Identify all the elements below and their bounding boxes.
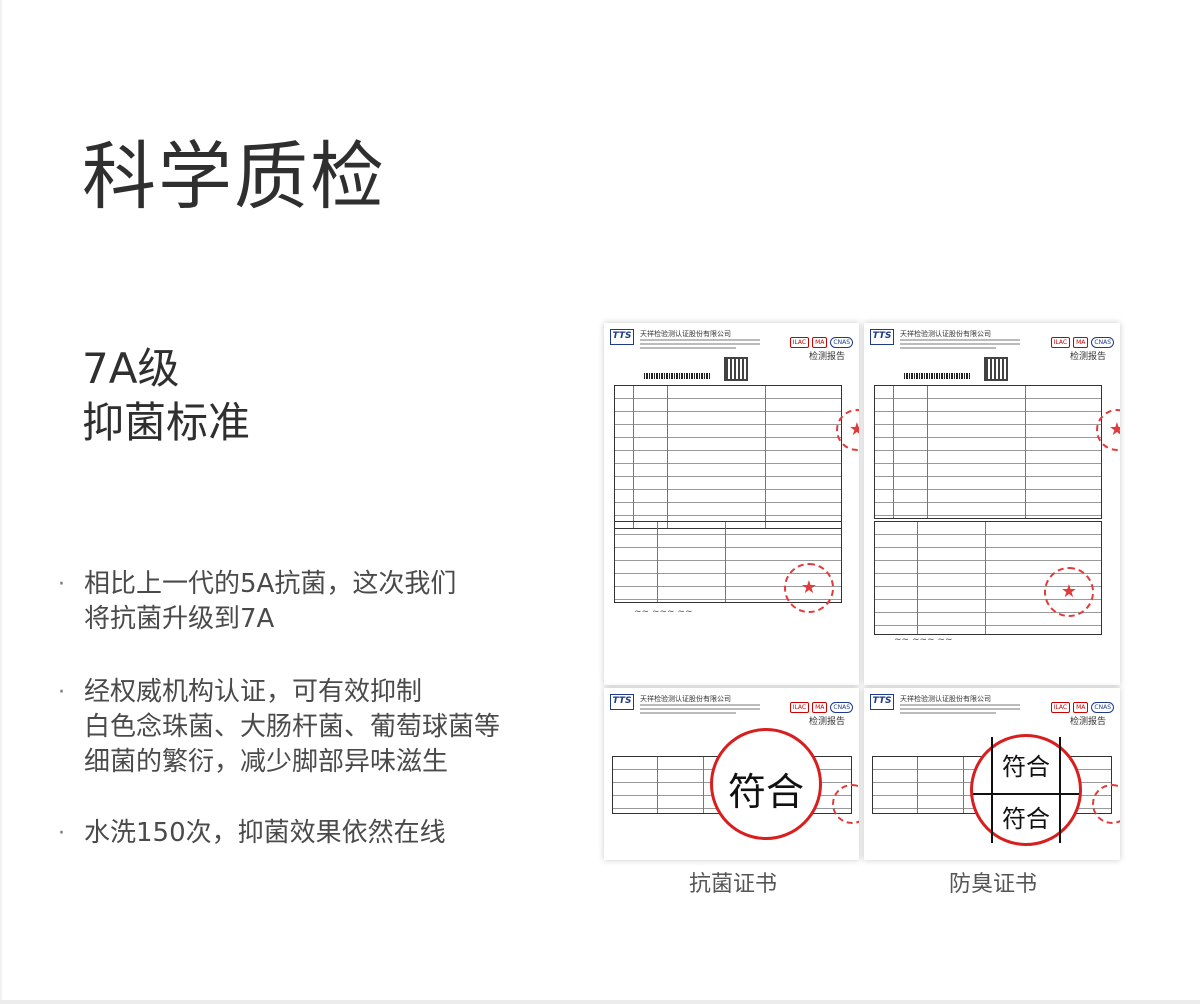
ma-badge: MA (812, 337, 828, 348)
ma-badge: MA (1073, 702, 1089, 713)
cnas-badge: CNAS (1091, 337, 1114, 348)
feature-text: 白色念珠菌、大肠杆菌、葡萄球菌等 (84, 712, 501, 742)
pass-stamp-text: 符合 (1002, 805, 1050, 833)
report-title: 检测报告 (1069, 717, 1106, 727)
antibacterial-certificate-caption: 抗菌证书 (688, 872, 777, 897)
signature: ~~ ~~~ ~~ (634, 607, 693, 617)
org-name: 天祥检验测认证股份有限公司 (640, 330, 731, 338)
subtitle-standard: 抑菌标准 (82, 398, 251, 447)
ilac-badge: ILAC (789, 702, 810, 713)
org-subtext (640, 704, 760, 716)
ilac-badge: ILAC (1050, 337, 1071, 348)
org-name: 天祥检验测认证股份有限公司 (640, 695, 731, 703)
signature: ~~ ~~~ ~~ (894, 635, 953, 645)
page-title: 科学质检 (82, 134, 386, 220)
report-title: 检测报告 (1069, 352, 1106, 362)
report-table (874, 385, 1102, 519)
cnas-badge: CNAS (830, 702, 853, 713)
pass-stamp: 符合 (710, 728, 822, 840)
pass-stamp-text: 符合 (1002, 753, 1050, 781)
deodorant-certificate-caption: 防臭证书 (948, 872, 1037, 897)
feature-list: 相比上一代的5A抗菌，这次我们 将抗菌升级到7A 经权威机构认证，可有效抑制 白… (58, 567, 578, 851)
pass-stamp: 符合 符合 (970, 734, 1082, 846)
qr-code (984, 357, 1008, 381)
ma-badge: MA (1073, 337, 1089, 348)
cnas-badge: CNAS (830, 337, 853, 348)
tts-logo: TTS (870, 329, 894, 345)
org-name: 天祥检验测认证股份有限公司 (900, 695, 991, 703)
feature-item: 水洗150次，抑菌效果依然在线 (58, 816, 578, 851)
red-seal-stamp (1092, 784, 1120, 824)
feature-item: 经权威机构认证，可有效抑制 白色念珠菌、大肠杆菌、葡萄球菌等 细菌的繁衍，减少脚… (58, 675, 578, 780)
red-seal-stamp: ★ (784, 563, 834, 613)
ma-badge: MA (812, 702, 828, 713)
ilac-badge: ILAC (1050, 702, 1071, 713)
qr-code (724, 357, 748, 381)
subtitle: 7A级 抑菌标准 (82, 342, 250, 450)
feature-item: 相比上一代的5A抗菌，这次我们 将抗菌升级到7A (58, 567, 578, 637)
tts-logo: TTS (610, 329, 634, 345)
red-seal-stamp (832, 784, 859, 824)
tts-logo: TTS (870, 694, 894, 710)
feature-text: 水洗150次，抑菌效果依然在线 (84, 818, 446, 848)
red-seal-stamp: ★ (1044, 567, 1094, 617)
barcode (644, 373, 710, 379)
org-subtext (900, 704, 1020, 716)
org-subtext (900, 339, 1020, 351)
pass-stamp-text: 符合 (727, 770, 804, 814)
cnas-badge: CNAS (1091, 702, 1114, 713)
barcode (904, 373, 970, 379)
report-table (614, 385, 842, 529)
feature-text: 细菌的繁衍，减少脚部异味滋生 (84, 747, 449, 777)
org-name: 天祥检验测认证股份有限公司 (900, 330, 991, 338)
report-title: 检测报告 (808, 717, 845, 727)
report-title: 检测报告 (808, 352, 845, 362)
feature-text: 经权威机构认证，可有效抑制 (84, 677, 423, 707)
feature-text: 相比上一代的5A抗菌，这次我们 (84, 569, 457, 599)
org-subtext (640, 339, 760, 351)
subtitle-grade: 7A级 (82, 344, 180, 393)
feature-text: 将抗菌升级到7A (84, 604, 275, 634)
tts-logo: TTS (610, 694, 634, 710)
ilac-badge: ILAC (789, 337, 810, 348)
